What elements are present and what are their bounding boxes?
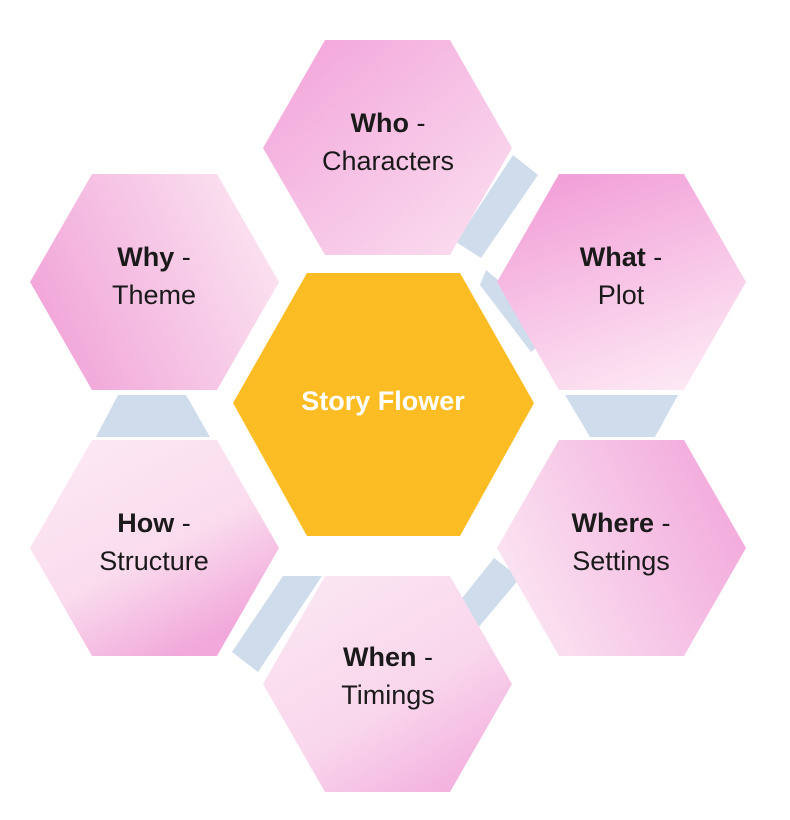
petal-when-hexagon (263, 576, 512, 792)
petal-where-text: Settings (572, 546, 670, 576)
petal-how-text: Structure (99, 546, 209, 576)
petal-where-label: Where - Settings (521, 504, 721, 580)
petal-what-hexagon (497, 174, 746, 390)
petal-who-label: Who - Characters (288, 104, 488, 180)
petal-who-separator: - (408, 108, 426, 138)
petal-who-hexagon (263, 40, 512, 255)
petal-why-keyword: Why (117, 242, 175, 272)
connector-when-how (232, 576, 322, 672)
connector-what-where (565, 395, 678, 437)
connector-who-what (456, 155, 538, 258)
petal-how-label: How - Structure (54, 504, 254, 580)
petal-who-keyword: Who (350, 108, 409, 138)
petal-when-label: When - Timings (288, 638, 488, 714)
petal-why-text: Theme (111, 280, 197, 310)
petal-where-keyword: Where (571, 508, 655, 538)
petal-how-separator: - (174, 508, 191, 538)
petal-when-text: Timings (341, 680, 435, 710)
center-label: Story Flower (301, 386, 465, 416)
petal-when-separator: - (416, 642, 433, 672)
petal-how-keyword: How (117, 508, 175, 538)
petal-how-hexagon (30, 440, 279, 656)
petal-where-separator: - (654, 508, 671, 538)
petal-what-text: Plot (597, 280, 645, 310)
petal-why-label: Why - Theme (54, 238, 254, 314)
petal-why-separator: - (174, 242, 191, 272)
petal-where-hexagon (497, 440, 746, 656)
petal-what-keyword: What (579, 242, 646, 272)
petal-what-label: What - Plot (521, 238, 721, 314)
petal-what-separator: - (645, 242, 663, 272)
center-hexagon (233, 273, 534, 536)
petal-when-keyword: When (343, 642, 417, 672)
petal-why-hexagon (30, 174, 279, 390)
petal-who-text: Characters (321, 146, 455, 176)
connector-how-why (96, 395, 210, 437)
